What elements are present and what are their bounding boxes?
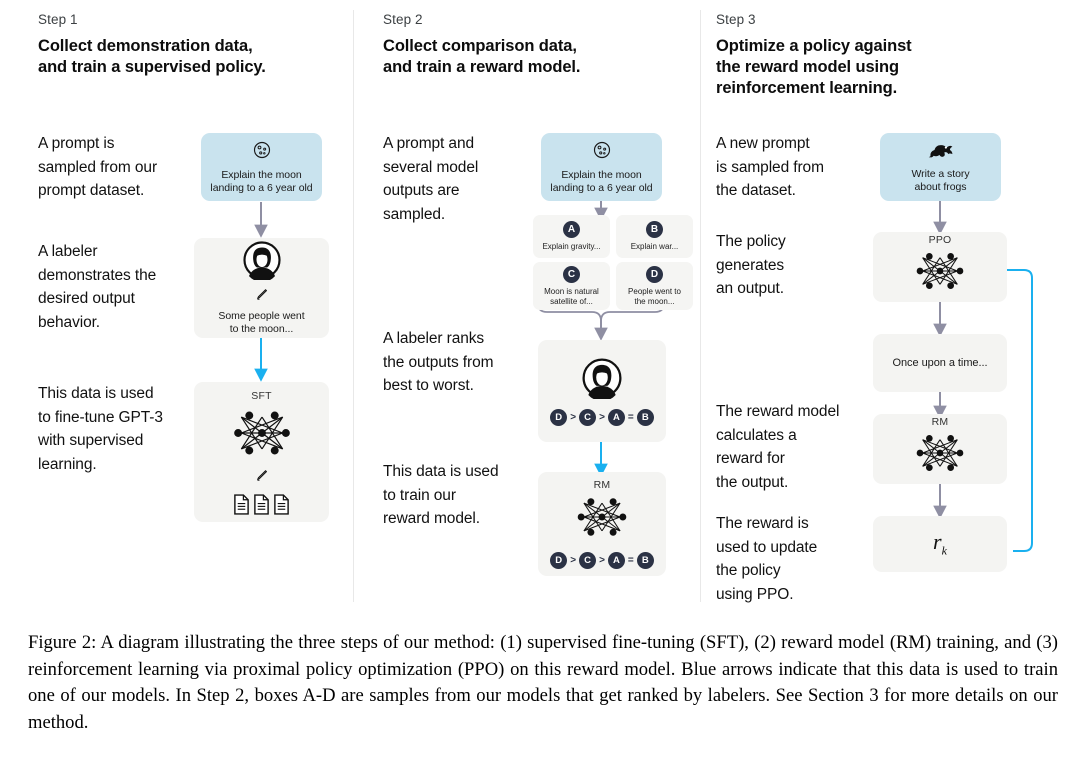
- step-2-ranking-order: D > C > A = B: [550, 408, 654, 426]
- rm-rank-operator-2: >: [599, 555, 605, 566]
- step-2-paragraph-3: This data is used to train our reward mo…: [383, 463, 499, 527]
- step-3-ppo-box[interactable]: PPO: [873, 232, 1007, 302]
- step-2-label: Step 2: [383, 12, 423, 27]
- step-2-prompt-text: Explain the moon landing to a 6 year old: [550, 168, 653, 194]
- sample-letter-a: A: [563, 221, 580, 238]
- step-1-label: Step 1: [38, 12, 78, 27]
- rm-rank-chip-4: B: [636, 552, 654, 569]
- rank-chip-4: B: [636, 408, 654, 426]
- step-3-prompt-text: Write a story about frogs: [911, 167, 970, 193]
- sample-text-b: Explain war...: [630, 242, 679, 251]
- pencil-icon: [254, 287, 269, 307]
- step-1-prompt-box[interactable]: Explain the moon landing to a 6 year old: [201, 133, 322, 201]
- documents-icon-group: [233, 493, 290, 515]
- frog-icon: [928, 141, 954, 164]
- sample-text-c: Moon is natural satellite of...: [544, 286, 599, 306]
- sample-text-d: People went to the moon...: [628, 286, 681, 306]
- step-3-paragraph-1: A new prompt is sampled from the dataset…: [716, 135, 824, 199]
- step-3-prompt-box[interactable]: Write a story about frogs: [880, 133, 1001, 201]
- step-2-prompt-box[interactable]: Explain the moon landing to a 6 year old: [541, 133, 662, 201]
- sample-box-b[interactable]: B Explain war...: [616, 215, 693, 258]
- step-1-paragraph-1: A prompt is sampled from our prompt data…: [38, 135, 158, 199]
- rm-rank-operator-1: >: [570, 555, 577, 566]
- rank-chip-3: A: [607, 408, 625, 426]
- sample-letter-b: B: [646, 221, 663, 238]
- sample-box-c[interactable]: C Moon is natural satellite of...: [533, 262, 610, 310]
- step-1-paragraph-3: This data is used to fine-tune GPT-3 wit…: [38, 385, 163, 473]
- step-1-prompt-text: Explain the moon landing to a 6 year old: [210, 168, 313, 194]
- step-2-paragraph-2: A labeler ranks the outputs from best to…: [383, 330, 494, 394]
- step-3-output-box[interactable]: Once upon a time...: [873, 334, 1007, 392]
- step-1-title: Collect demonstration data, and train a …: [38, 37, 266, 76]
- rank-operator-3: =: [627, 411, 634, 423]
- step-2-rm-box[interactable]: RM D: [538, 472, 666, 576]
- sample-text-a: Explain gravity...: [542, 242, 601, 251]
- moon-icon: [592, 140, 612, 165]
- column-divider-2: [700, 10, 701, 602]
- pencil-icon: [254, 468, 269, 488]
- step-3-paragraph-2: The policy generates an output.: [716, 233, 786, 297]
- labeler-avatar-icon: [242, 240, 282, 285]
- step-3-rm-box[interactable]: RM: [873, 414, 1007, 484]
- rank-chip-2: C: [579, 408, 597, 426]
- reward-symbol: rk: [933, 529, 947, 558]
- step-3-column: Step 3 Optimize a policy against the rew…: [700, 0, 1080, 612]
- step-3-rm-title: RM: [931, 416, 949, 428]
- rm-rank-chip-3: A: [607, 552, 625, 569]
- step-3-paragraph-3: The reward model calculates a reward for…: [716, 403, 840, 491]
- step-2-rm-title: RM: [593, 479, 611, 491]
- step-1-demo-text: Some people went to the moon...: [218, 310, 305, 335]
- reward-symbol-subscript: k: [941, 543, 947, 558]
- step-3-output-text: Once upon a time...: [892, 356, 988, 369]
- figure-caption: Figure 2: A diagram illustrating the thr…: [28, 632, 1058, 733]
- step-1-sft-box[interactable]: SFT: [194, 382, 329, 522]
- labeler-avatar-icon: [581, 357, 623, 404]
- step-3-title: Optimize a policy against the reward mod…: [716, 37, 912, 97]
- rank-operator-1: >: [570, 411, 577, 423]
- rank-chip-1: D: [550, 408, 568, 426]
- step-2-column: Step 2 Collect comparison data, and trai…: [353, 0, 700, 612]
- sample-letter-d: D: [646, 265, 663, 283]
- rm-rank-chip-1: D: [550, 552, 568, 569]
- step-2-title: Collect comparison data, and train a rew…: [383, 37, 581, 76]
- sample-letter-c: C: [563, 265, 580, 283]
- step-1-paragraph-2: A labeler demonstrates the desired outpu…: [38, 243, 157, 331]
- sample-box-a[interactable]: A Explain gravity...: [533, 215, 610, 258]
- step-2-paragraph-1: A prompt and several model outputs are s…: [383, 135, 479, 223]
- rm-rank-chip-2: C: [579, 552, 597, 569]
- rm-rank-operator-3: =: [627, 555, 634, 566]
- neural-network-icon: [571, 492, 633, 547]
- step-2-rm-ranking-order: D > C > A = B: [550, 552, 654, 569]
- rank-operator-2: >: [599, 411, 605, 423]
- neural-network-icon: [227, 404, 297, 467]
- step-1-sft-title: SFT: [251, 389, 272, 402]
- step-3-label: Step 3: [716, 12, 756, 27]
- step-3-reward-box[interactable]: rk: [873, 516, 1007, 572]
- sample-box-d[interactable]: D People went to the moon...: [616, 262, 693, 310]
- step-2-ranking-box[interactable]: D > C > A = B: [538, 340, 666, 442]
- step-3-paragraph-4: The reward is used to update the policy …: [716, 515, 818, 603]
- column-divider-1: [353, 10, 354, 602]
- neural-network-icon: [909, 247, 971, 300]
- reward-symbol-base: r: [933, 529, 942, 555]
- diagram-canvas: Step 1 Collect demonstration data, and t…: [0, 0, 1080, 612]
- step-1-column: Step 1 Collect demonstration data, and t…: [0, 0, 353, 612]
- step-1-demo-box[interactable]: Some people went to the moon...: [194, 238, 329, 338]
- step-3-ppo-title: PPO: [928, 234, 952, 246]
- moon-icon: [252, 140, 272, 165]
- neural-network-icon: [909, 429, 971, 482]
